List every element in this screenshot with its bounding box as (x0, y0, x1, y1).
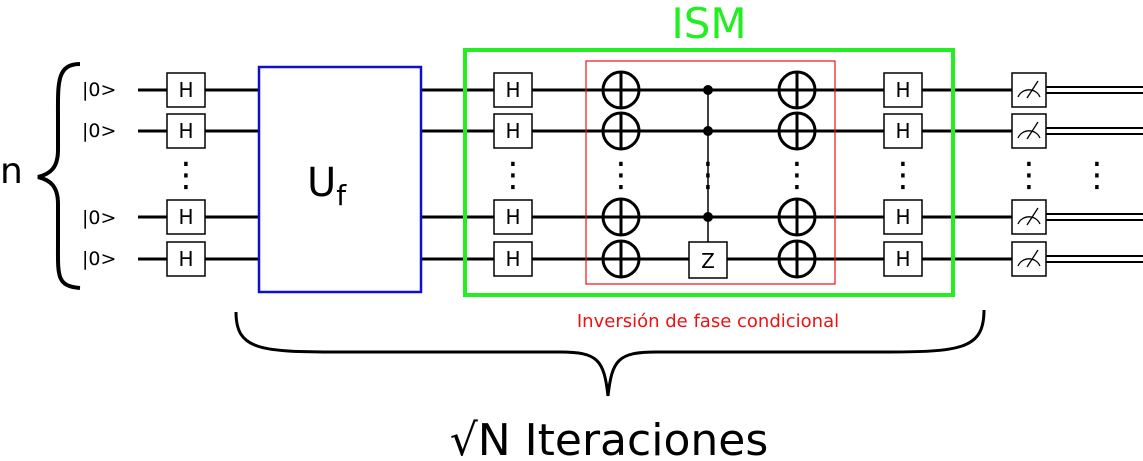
ellipses: ⋮ ⋮ ⋮ ⋮ ⋮ ⋮ ⋮ ⋮ (169, 155, 1114, 195)
hadamard-gate-box (166, 72, 206, 108)
hadamard-gate-label: H (178, 205, 193, 229)
hadamard-gate-label: H (895, 247, 910, 271)
ism-title: ISM (671, 0, 746, 48)
hadamard-gate-label: H (895, 78, 910, 102)
meter-needle (1026, 249, 1039, 268)
hadamard-gate-label: H (505, 119, 520, 143)
ism-block: ISM (463, 0, 955, 297)
hadamard-gate-label: H (505, 78, 520, 102)
oracle-block: Uf (257, 65, 423, 294)
iterations-label: √N Iteraciones (450, 415, 769, 461)
oracle-label: Uf (307, 160, 347, 212)
meter-needle (1026, 207, 1039, 226)
hadamard-gate-label: H (895, 119, 910, 143)
oracle-label-main: U (307, 160, 336, 206)
meter-needle (1026, 80, 1039, 99)
not-gate-column-post (777, 70, 817, 279)
ellipsis: ⋮ (169, 155, 203, 195)
z-gate-label: Z (701, 249, 715, 273)
iterations-brace (234, 309, 986, 397)
measurement-box (1011, 113, 1047, 149)
meter-arc (1017, 89, 1041, 98)
ket-label: |0> (82, 79, 116, 101)
hadamard-gate-box (493, 199, 533, 235)
hadamard-gate-label: H (505, 247, 520, 271)
hadamard-gate-box (883, 72, 923, 108)
ellipsis: ⋮ (691, 155, 725, 195)
z-gate-box (688, 241, 728, 279)
oracle-label-sub: f (336, 179, 347, 212)
hadamard-gate-box (493, 72, 533, 108)
ism-box (463, 48, 955, 297)
ellipsis: ⋮ (1012, 155, 1046, 195)
control-dot (703, 85, 713, 95)
register-size-label: n (0, 151, 23, 192)
control-dot (703, 126, 713, 136)
hadamard-gate-box (493, 241, 533, 277)
meter-arc (1017, 130, 1041, 139)
hadamard-gate-box (883, 241, 923, 277)
ellipsis: ⋮ (1080, 155, 1114, 195)
hadamard-gate-label: H (895, 205, 910, 229)
measurement-box (1011, 199, 1047, 235)
conditional-phase-box (585, 60, 836, 285)
not-gate-column-pre (601, 70, 641, 279)
controlled-z-gate: Z (688, 85, 728, 279)
meter-needle (1026, 121, 1039, 140)
hadamard-gate-box (883, 199, 923, 235)
hadamard-gate-box (493, 113, 533, 149)
ellipsis: ⋮ (604, 155, 638, 195)
meter-arc (1017, 216, 1041, 225)
conditional-phase-caption: Inversión de fase condicional (577, 311, 839, 332)
hadamard-gate-label: H (178, 119, 193, 143)
ket-label: |0> (82, 207, 116, 229)
meter-arc (1017, 258, 1041, 267)
hadamard-gate-label: H (178, 78, 193, 102)
measurement-column (1011, 72, 1047, 277)
ket-label: |0> (82, 248, 116, 270)
ellipsis: ⋮ (780, 155, 814, 195)
hadamard-gate-box (166, 199, 206, 235)
hadamard-gate-box (166, 113, 206, 149)
ket-labels: |0> |0> |0> |0> (82, 79, 116, 270)
ellipsis: ⋮ (886, 155, 920, 195)
classical-wires (1046, 86, 1143, 263)
control-dot (703, 212, 713, 222)
ket-label: |0> (82, 120, 116, 142)
hadamard-gate-box (883, 113, 923, 149)
register-brace (37, 62, 81, 290)
hadamard-gate-box (166, 241, 206, 277)
oracle-box (257, 65, 423, 294)
hadamard-gate-label: H (178, 247, 193, 271)
ellipsis: ⋮ (496, 155, 530, 195)
hadamard-gate-label: H (505, 205, 520, 229)
